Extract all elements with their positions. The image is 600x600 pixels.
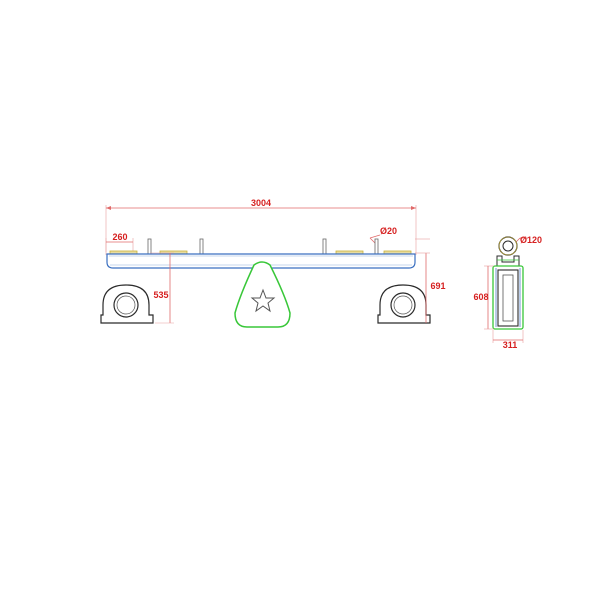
dimension-handle-diameter: Ø20 bbox=[369, 226, 397, 245]
handle-right-outer bbox=[374, 238, 379, 255]
dimension-ring-label: Ø120 bbox=[520, 235, 542, 245]
handle-left-outer bbox=[147, 238, 152, 255]
handle-left-inner bbox=[199, 238, 204, 255]
side-top-bracket bbox=[496, 255, 520, 267]
eye-ring bbox=[498, 236, 518, 256]
fulcrum-base bbox=[234, 261, 291, 328]
spring-left bbox=[100, 284, 154, 324]
spring-right bbox=[377, 284, 431, 324]
dimension-total-height-label: 691 bbox=[430, 281, 445, 291]
dimension-total-height: 691 bbox=[415, 238, 446, 323]
dimension-side-width: 311 bbox=[492, 330, 524, 350]
star-icon bbox=[250, 288, 276, 313]
dimension-side-width-label: 311 bbox=[503, 340, 518, 350]
front-view: 3004 260 Ø20 bbox=[100, 198, 446, 328]
dimension-seat-label: 260 bbox=[112, 232, 127, 242]
dimension-seat-width: 260 bbox=[105, 232, 134, 252]
dimension-total-length-label: 3004 bbox=[251, 198, 271, 208]
dimension-total-length: 3004 bbox=[105, 198, 417, 255]
dimension-handle-label: Ø20 bbox=[380, 226, 397, 236]
dimension-side-height-label: 608 bbox=[473, 292, 488, 302]
dimension-seat-height: 535 bbox=[150, 252, 174, 324]
handle-right-inner bbox=[322, 238, 327, 255]
side-body bbox=[492, 265, 524, 330]
side-view: Ø120 608 bbox=[473, 235, 542, 350]
dimension-seat-height-label: 535 bbox=[153, 290, 168, 300]
dimension-side-height: 608 bbox=[473, 265, 494, 330]
